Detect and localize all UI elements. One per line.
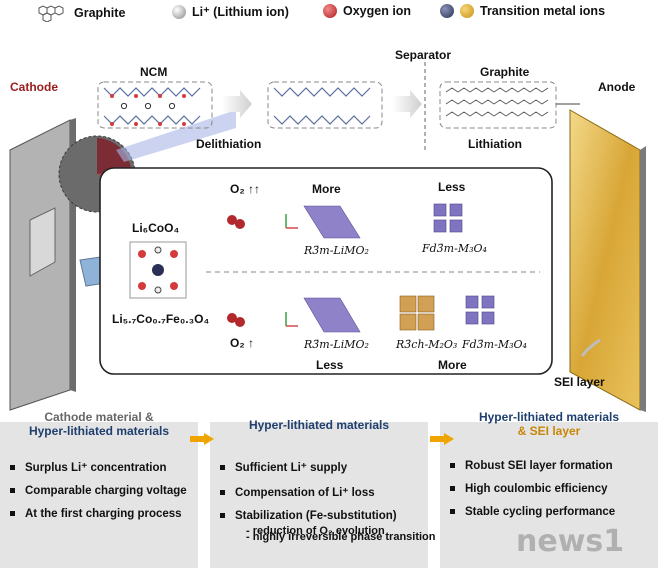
delithiated-structure-icon [273,87,371,125]
tm-ion-dark-icon [440,4,454,18]
bullet-item: Comparable charging voltage [10,485,187,497]
sub-item: - reduction of O₂ evolution [246,525,385,537]
r3m-structure-top [303,205,361,239]
o2-top-label: O₂ ↑↑ [230,182,260,196]
phase-fd3m-bottom: Fd3̄m-M₃O₄ [462,338,527,351]
bullet-item: Surplus Li⁺ concentration [10,460,187,474]
r3m-structure-bottom [303,297,361,333]
anode-plate [569,109,646,412]
panel-3-title-1: Hyper-lithiated materials [478,410,620,424]
legend-tm-label: Transition metal ions [480,4,606,18]
panel-1-title-2: Hyper-lithiated materials [28,424,170,438]
bullet-item: At the first charging process [10,508,187,520]
o2-molecule-top [227,215,245,229]
delithiation-label: Delithiation [196,137,262,151]
delithiation-arrow [222,90,252,118]
ncm-label: NCM [140,65,168,79]
bottom-more-label: More [438,358,467,372]
flow-arrow-1-icon [190,433,214,445]
panel-1-title-1: Cathode material & [44,410,154,424]
top-less-label: Less [438,180,466,194]
li-dots [120,102,176,110]
phase-r3m-top: R3̄m-LiMO₂ [304,244,369,257]
zoom-beam [116,110,236,162]
phase-fd3m-top: Fd3̄m-M₃O₄ [422,242,487,255]
r3ch-structure-bottom [399,295,435,331]
li6coo4-structure-icon [129,241,187,299]
lithium-ion-icon [172,4,186,19]
panel-hyper: Hyper-lithiated materials Sufficient Li⁺… [210,418,436,568]
o2-molecule-bottom [227,313,245,327]
central-panel [99,167,553,375]
oxygen-dots [110,94,186,126]
tm-ion-gold-icon [460,4,474,18]
watermark: news1 [516,524,625,559]
bullet-item: Stable cycling performance [450,506,615,518]
bullet-item: Sufficient Li⁺ supply [220,460,436,474]
ncm-structure-icon [103,87,201,125]
bullet-item: Robust SEI layer formation [450,460,615,472]
panel-3-title-2: & SEI layer [517,424,581,438]
battery-illustration [9,62,646,412]
sei-layer-label: SEI layer [554,375,605,389]
panel-sei: Hyper-lithiated materials & SEI layer Ro… [440,410,658,568]
sub-item: - highly irreversible phase transition [246,531,436,543]
legend-graphite-label: Graphite [74,6,126,20]
material-li6coo4: Li₆CoO₄ [132,221,180,235]
legend-lithium-label: Li⁺ (Lithium ion) [192,5,289,19]
panel-1-bullets: Surplus Li⁺ concentration Comparable cha… [10,460,187,531]
graphite-icon [38,5,64,22]
panel-2-title: Hyper-lithiated materials [248,418,390,432]
lithiation-arrow [392,90,422,118]
graphite-label: Graphite [480,65,530,79]
legend-oxygen: Oxygen ion [323,4,411,18]
panel-cathode: Cathode material & Hyper-lithiated mater… [0,410,198,568]
cathode-label: Cathode [10,80,58,94]
phase-r3m-bottom: R3̄m-LiMO₂ [304,338,369,351]
separator-label: Separator [395,48,452,62]
bullet-item: Compensation of Li⁺ loss [220,485,436,499]
top-more-label: More [312,182,341,196]
sei-arrow [580,338,601,357]
fd3m-structure-top [433,203,463,233]
material-li57co07fe03o4: Li₅.₇Co₀.₇Fe₀.₃O₄ [112,312,210,326]
delithiated-box [267,81,383,129]
axes-icon [285,214,298,327]
fd3m-structure-bottom [465,295,495,325]
panel-3-bullets: Robust SEI layer formation High coulombi… [450,460,615,529]
graphite-box [439,81,557,129]
legend-oxygen-label: Oxygen ion [343,4,412,18]
panel-2-bullets: Sufficient Li⁺ supply Compensation of Li… [220,460,436,545]
lithiation-label: Lithiation [468,137,522,151]
flow-arrow-2-icon [430,433,454,445]
bullet-item: Stabilization (Fe-substitution) [220,510,436,522]
anode-label: Anode [598,80,636,94]
graphite-layers-icon [445,87,549,117]
ncm-box [97,81,213,129]
o2-bottom-label: O₂ ↑ [230,336,254,350]
legend-lithium: Li⁺ (Lithium ion) [172,4,289,19]
bottom-less-label: Less [316,358,344,372]
bullet-item: High coulombic efficiency [450,483,615,495]
cathode-plate [9,118,76,411]
oxygen-ion-icon [323,4,337,18]
legend-graphite: Graphite [34,4,125,22]
phase-r3ch-bottom: R3̄ch-M₂O₃ [396,338,458,351]
legend-transition-metal: Transition metal ions [440,4,605,18]
